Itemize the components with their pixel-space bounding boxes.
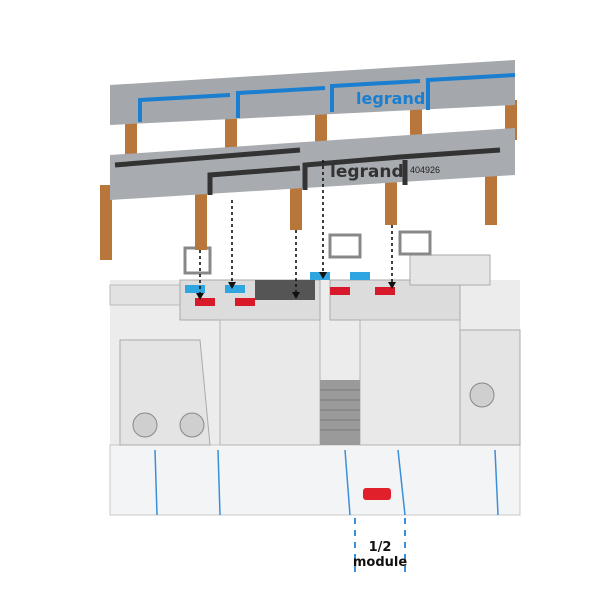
copper-pins: [100, 175, 497, 260]
terminal-screws: [132, 382, 495, 438]
module-unit: module: [352, 555, 408, 570]
top-busbar-logo: legrand: [356, 89, 425, 108]
indicator-window: [363, 488, 391, 500]
half-module-guide: [354, 518, 406, 572]
open-slot: [255, 280, 315, 300]
insertion-arrows: [199, 160, 393, 293]
busbar-reference: 404926: [410, 165, 440, 175]
arrow-heads: [196, 272, 396, 300]
module-fraction: 1/2: [368, 540, 392, 555]
bottom-busbar: legrand 404926: [100, 128, 515, 260]
half-module-label: 1/2 module: [352, 540, 408, 570]
bottom-busbar-logo: legrand: [330, 162, 404, 182]
breaker-row: [109, 254, 521, 516]
half-module-spacer: [320, 380, 360, 445]
